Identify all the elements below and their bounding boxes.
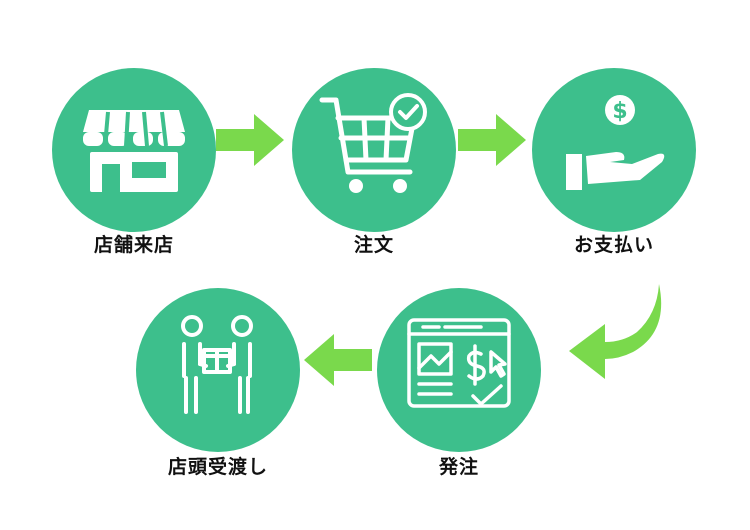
step-4-circle (377, 288, 541, 452)
step-3-label: お支払い (573, 234, 654, 256)
arrow-left (304, 334, 372, 386)
step-3-circle: $ (532, 68, 696, 232)
step-1-circle (52, 68, 216, 232)
shopping-cart-check-icon (319, 93, 427, 193)
hand-coin-icon: $ (566, 95, 665, 190)
step-5-circle (136, 288, 300, 452)
arrow-right-2 (458, 114, 526, 166)
step-1-label: 店舗来店 (93, 234, 174, 256)
step-4-label: 発注 (438, 456, 479, 478)
arrow-curved-down (569, 284, 662, 379)
step-2-label: 注文 (353, 234, 394, 256)
step-5-label: 店頭受渡し (167, 456, 268, 478)
storefront-icon (83, 110, 185, 192)
browser-order-icon (407, 318, 511, 408)
svg-text:$: $ (612, 99, 627, 124)
arrow-right-1 (216, 114, 284, 166)
handover-people-icon (181, 315, 253, 414)
step-2-circle (292, 68, 456, 232)
